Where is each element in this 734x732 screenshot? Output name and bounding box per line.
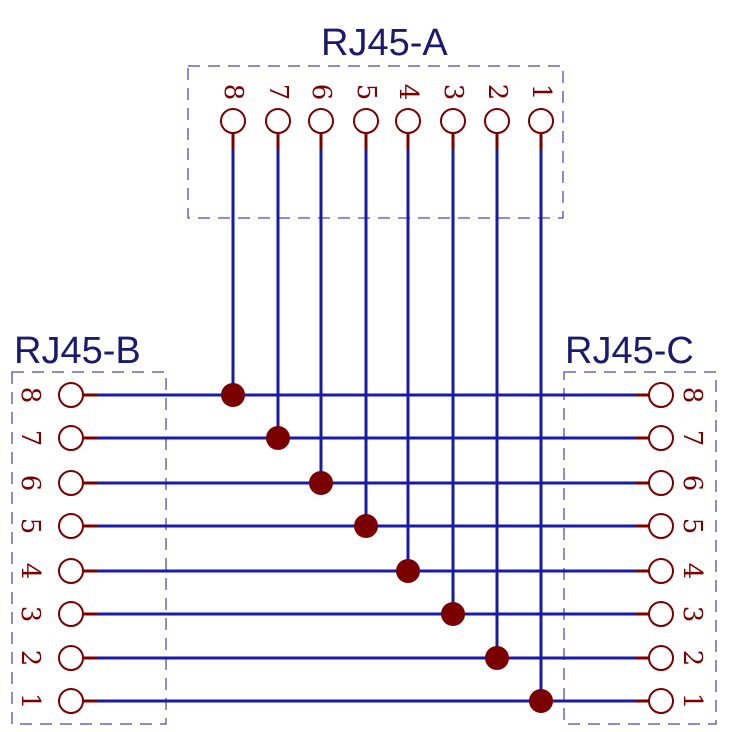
connector-a-pin-6 xyxy=(308,108,334,134)
connector-a-label: RJ45-A xyxy=(321,22,448,64)
connector-a-pin-8 xyxy=(220,108,246,134)
connector-c-pin-label: 6 xyxy=(677,475,707,492)
connector-c-pin-label: 2 xyxy=(677,650,707,667)
connector-b-pin-4 xyxy=(58,558,84,584)
connector-a-pin-label: 1 xyxy=(526,84,556,101)
connector-a-pin-5 xyxy=(353,108,379,134)
connector-c-pin-label: 4 xyxy=(677,563,707,580)
connector-c-pin-label: 5 xyxy=(677,518,707,535)
connector-a-pin-label: 7 xyxy=(263,84,293,101)
connector-b-pin-label: 3 xyxy=(15,606,45,623)
connector-c-pin-4 xyxy=(648,558,674,584)
connector-a-pin-label: 2 xyxy=(482,84,512,101)
connector-a-pin-4 xyxy=(395,108,421,134)
connector-a-pin-3 xyxy=(440,108,466,134)
connector-a-pin-label: 5 xyxy=(351,84,381,101)
connector-c-pin-6 xyxy=(648,470,674,496)
connector-b-outline xyxy=(11,371,167,725)
connector-b-pin-label: 1 xyxy=(15,693,45,710)
connector-a-pin-7 xyxy=(265,108,291,134)
connector-c-pin-label: 1 xyxy=(677,693,707,710)
connector-b-pin-1 xyxy=(58,688,84,714)
connector-c-pin-7 xyxy=(648,425,674,451)
connector-a-pin-1 xyxy=(528,108,554,134)
connector-c-pin-1 xyxy=(648,688,674,714)
connector-a-pin-label: 6 xyxy=(306,84,336,101)
junction-dot xyxy=(485,646,509,670)
junction-dot xyxy=(529,689,553,713)
connector-c-label: RJ45-C xyxy=(565,330,694,372)
connector-b-pin-3 xyxy=(58,601,84,627)
junction-dot xyxy=(221,383,245,407)
pins xyxy=(58,108,674,714)
connector-b-pin-label: 5 xyxy=(15,518,45,535)
connector-c-pin-label: 7 xyxy=(677,430,707,447)
connector-c-pin-8 xyxy=(648,382,674,408)
connector-b-pin-7 xyxy=(58,425,84,451)
connector-a-pin-label: 3 xyxy=(438,84,468,101)
junction-dot xyxy=(266,426,290,450)
connector-c-pin-label: 8 xyxy=(677,387,707,404)
connector-b-pin-6 xyxy=(58,470,84,496)
junction-dot xyxy=(354,514,378,538)
connector-b-label: RJ45-B xyxy=(14,330,141,372)
connector-c-outline xyxy=(563,371,717,725)
junction-dot xyxy=(441,602,465,626)
connector-b-pin-label: 2 xyxy=(15,650,45,667)
connector-b-pin-label: 7 xyxy=(15,430,45,447)
connector-c-pin-2 xyxy=(648,645,674,671)
connector-c-pin-5 xyxy=(648,513,674,539)
connector-b-pin-2 xyxy=(58,645,84,671)
connector-a-pin-label: 8 xyxy=(218,84,248,101)
connector-b-pin-label: 8 xyxy=(15,387,45,404)
connector-b-pin-8 xyxy=(58,382,84,408)
connector-c-pin-label: 3 xyxy=(677,606,707,623)
connector-a-outline xyxy=(187,65,564,219)
connector-a-pin-2 xyxy=(484,108,510,134)
connector-c-pin-3 xyxy=(648,601,674,627)
junction-dot xyxy=(396,559,420,583)
junction-dot xyxy=(309,471,333,495)
connector-b-pin-label: 4 xyxy=(15,563,45,580)
connector-b-pin-label: 6 xyxy=(15,475,45,492)
connector-b-pin-5 xyxy=(58,513,84,539)
junctions xyxy=(221,383,553,713)
connector-a-pin-label: 4 xyxy=(393,84,423,101)
